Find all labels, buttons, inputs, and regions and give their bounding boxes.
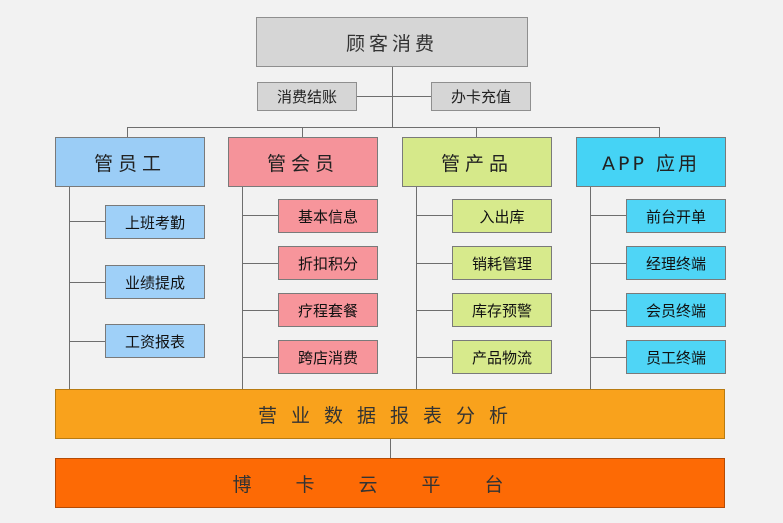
branch-app-1 xyxy=(590,263,626,264)
connector-sub-left xyxy=(356,96,392,97)
header-member: 管会员 xyxy=(228,137,378,187)
connector-report-platform xyxy=(390,438,391,458)
connector-header-member xyxy=(302,127,303,138)
staff-item-attendance: 上班考勤 xyxy=(105,205,205,239)
product-item-stock-alert: 库存预警 xyxy=(452,293,552,327)
spine-product xyxy=(416,186,417,389)
branch-product-0 xyxy=(416,215,452,216)
platform-bar: 博卡云平台 xyxy=(55,458,725,508)
card-recharge-box: 办卡充值 xyxy=(431,82,531,111)
header-app: APP 应用 xyxy=(576,137,726,187)
branch-member-2 xyxy=(242,310,278,311)
connector-header-horizontal xyxy=(127,127,659,128)
customer-consumption-box: 顾客消费 xyxy=(256,17,528,67)
header-staff: 管员工 xyxy=(55,137,205,187)
product-item-consumables: 销耗管理 xyxy=(452,246,552,280)
staff-item-payroll: 工资报表 xyxy=(105,324,205,358)
header-product: 管产品 xyxy=(402,137,552,187)
product-item-logistics: 产品物流 xyxy=(452,340,552,374)
connector-header-app xyxy=(659,127,660,138)
product-item-in-out: 入出库 xyxy=(452,199,552,233)
report-analysis-bar: 营业数据报表分析 xyxy=(55,389,725,439)
branch-staff-2 xyxy=(69,341,105,342)
checkout-box: 消费结账 xyxy=(257,82,357,111)
member-item-package: 疗程套餐 xyxy=(278,293,378,327)
branch-product-1 xyxy=(416,263,452,264)
app-item-staff-terminal: 员工终端 xyxy=(626,340,726,374)
branch-app-3 xyxy=(590,357,626,358)
branch-app-0 xyxy=(590,215,626,216)
connector-header-staff xyxy=(127,127,128,138)
member-item-cross-store: 跨店消费 xyxy=(278,340,378,374)
app-item-front-desk: 前台开单 xyxy=(626,199,726,233)
app-item-manager-terminal: 经理终端 xyxy=(626,246,726,280)
spine-staff xyxy=(69,186,70,389)
branch-member-3 xyxy=(242,357,278,358)
branch-app-2 xyxy=(590,310,626,311)
member-item-basic-info: 基本信息 xyxy=(278,199,378,233)
branch-product-2 xyxy=(416,310,452,311)
branch-staff-0 xyxy=(69,221,105,222)
spine-member xyxy=(242,186,243,389)
member-item-discount-points: 折扣积分 xyxy=(278,246,378,280)
branch-product-3 xyxy=(416,357,452,358)
branch-member-0 xyxy=(242,215,278,216)
app-item-member-terminal: 会员终端 xyxy=(626,293,726,327)
branch-staff-1 xyxy=(69,282,105,283)
connector-header-product xyxy=(476,127,477,138)
connector-sub-right xyxy=(392,96,431,97)
spine-app xyxy=(590,186,591,389)
branch-member-1 xyxy=(242,263,278,264)
staff-item-commission: 业绩提成 xyxy=(105,265,205,299)
